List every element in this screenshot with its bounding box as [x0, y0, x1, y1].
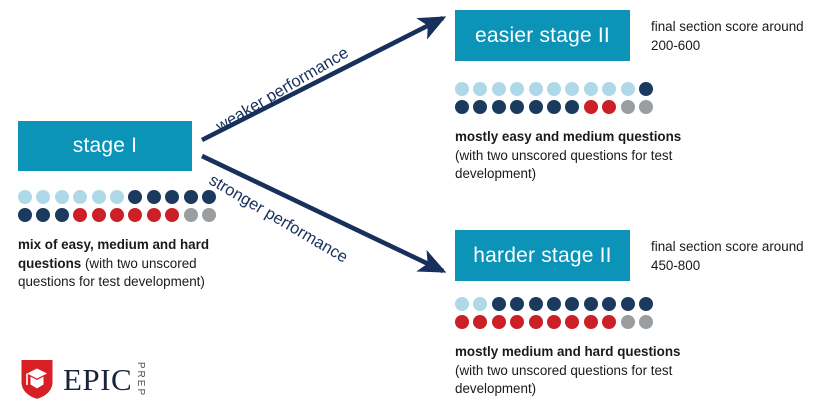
question-dot-gray — [183, 208, 198, 222]
question-dot-light — [583, 82, 598, 96]
harder-caption-bold: mostly medium and hard questions — [455, 344, 681, 359]
harder-stage-two-dot-grid — [455, 297, 653, 329]
question-dot-light — [473, 297, 488, 311]
stage-one-box: stage I — [18, 121, 192, 171]
question-dot-red — [473, 315, 488, 329]
question-dot-gray — [620, 315, 635, 329]
dot-row — [455, 297, 653, 311]
easier-caption-rest: (with two unscored questions for test de… — [455, 147, 673, 182]
question-dot-red — [602, 100, 617, 114]
question-dot-navy — [165, 190, 180, 204]
question-dot-red — [146, 208, 161, 222]
question-dot-gray — [638, 315, 653, 329]
question-dot-red — [455, 315, 469, 329]
question-dot-light — [36, 190, 51, 204]
question-dot-red — [583, 100, 598, 114]
question-dot-light — [455, 297, 469, 311]
question-dot-light — [54, 190, 69, 204]
question-dot-gray — [638, 100, 653, 114]
question-dot-navy — [620, 297, 635, 311]
question-dot-red — [510, 315, 525, 329]
question-dot-navy — [583, 297, 598, 311]
logo-sub-wrap: PREP — [132, 359, 146, 399]
question-dot-navy — [473, 100, 488, 114]
question-dot-navy — [491, 297, 506, 311]
question-dot-red — [91, 208, 106, 222]
question-dot-navy — [546, 297, 561, 311]
question-dot-navy — [491, 100, 506, 114]
question-dot-red — [165, 208, 180, 222]
arrow-label-weaker-performance: weaker performance — [213, 43, 352, 136]
question-dot-red — [546, 315, 561, 329]
question-dot-red — [109, 208, 124, 222]
question-dot-red — [565, 315, 580, 329]
question-dot-navy — [54, 208, 69, 222]
question-dot-gray — [201, 208, 216, 222]
question-dot-navy — [638, 82, 653, 96]
harder-stage-two-caption: mostly medium and hard questions (with t… — [455, 343, 705, 399]
question-dot-navy — [528, 100, 543, 114]
stage-one-dot-grid — [18, 190, 216, 222]
question-dot-light — [109, 190, 124, 204]
question-dot-navy — [183, 190, 198, 204]
easier-final-score-note: final section score around 200-600 — [651, 19, 804, 53]
question-dot-navy — [546, 100, 561, 114]
question-dot-navy — [128, 190, 143, 204]
easier-stage-two-dot-grid — [455, 82, 653, 114]
question-dot-navy — [565, 100, 580, 114]
dot-row — [455, 82, 653, 96]
question-dot-light — [91, 190, 106, 204]
question-dot-red — [583, 315, 598, 329]
question-dot-navy — [146, 190, 161, 204]
logo-wordmark: EPIC — [63, 361, 133, 397]
question-dot-gray — [620, 100, 635, 114]
question-dot-light — [565, 82, 580, 96]
question-dot-light — [528, 82, 543, 96]
question-dot-light — [491, 82, 506, 96]
question-dot-navy — [18, 208, 32, 222]
stage-one-caption: mix of easy, medium and hard questions (… — [18, 236, 233, 292]
harder-stage-two-label: harder stage II — [473, 243, 612, 267]
question-dot-navy — [528, 297, 543, 311]
question-dot-red — [602, 315, 617, 329]
easier-stage-two-box: easier stage II — [455, 10, 630, 61]
question-dot-navy — [36, 208, 51, 222]
question-dot-navy — [602, 297, 617, 311]
question-dot-red — [73, 208, 88, 222]
dot-row — [18, 208, 216, 222]
question-dot-navy — [201, 190, 216, 204]
question-dot-red — [128, 208, 143, 222]
harder-stage-two-box: harder stage II — [455, 230, 630, 281]
question-dot-light — [473, 82, 488, 96]
question-dot-light — [620, 82, 635, 96]
question-dot-navy — [638, 297, 653, 311]
easier-caption-bold: mostly easy and medium questions — [455, 129, 682, 144]
easier-stage-two-caption: mostly easy and medium questions (with t… — [455, 128, 705, 184]
dot-row — [455, 315, 653, 329]
question-dot-light — [455, 82, 469, 96]
stage-one-label: stage I — [72, 134, 138, 157]
question-dot-navy — [455, 100, 469, 114]
question-dot-navy — [510, 297, 525, 311]
stage-one-caption-rest: (with two unscored questions for test de… — [18, 255, 205, 290]
easier-stage-two-label: easier stage II — [475, 23, 610, 47]
harder-final-score-note: final section score around 450-800 — [651, 239, 804, 273]
question-dot-light — [18, 190, 32, 204]
question-dot-navy — [510, 100, 525, 114]
question-dot-light — [602, 82, 617, 96]
question-dot-light — [510, 82, 525, 96]
dot-row — [18, 190, 216, 204]
question-dot-light — [73, 190, 88, 204]
epic-prep-logo: EPIC PREP — [20, 355, 165, 403]
shield-graduation-cap-icon — [21, 360, 53, 399]
logo-sub-text: PREP — [134, 361, 146, 397]
question-dot-red — [528, 315, 543, 329]
harder-caption-rest: (with two unscored questions for test de… — [455, 362, 673, 397]
stage-one-caption-bold: mix of easy, medium and hard questions — [18, 237, 209, 271]
question-dot-light — [546, 82, 561, 96]
dot-row — [455, 100, 653, 114]
question-dot-navy — [565, 297, 580, 311]
question-dot-red — [491, 315, 506, 329]
